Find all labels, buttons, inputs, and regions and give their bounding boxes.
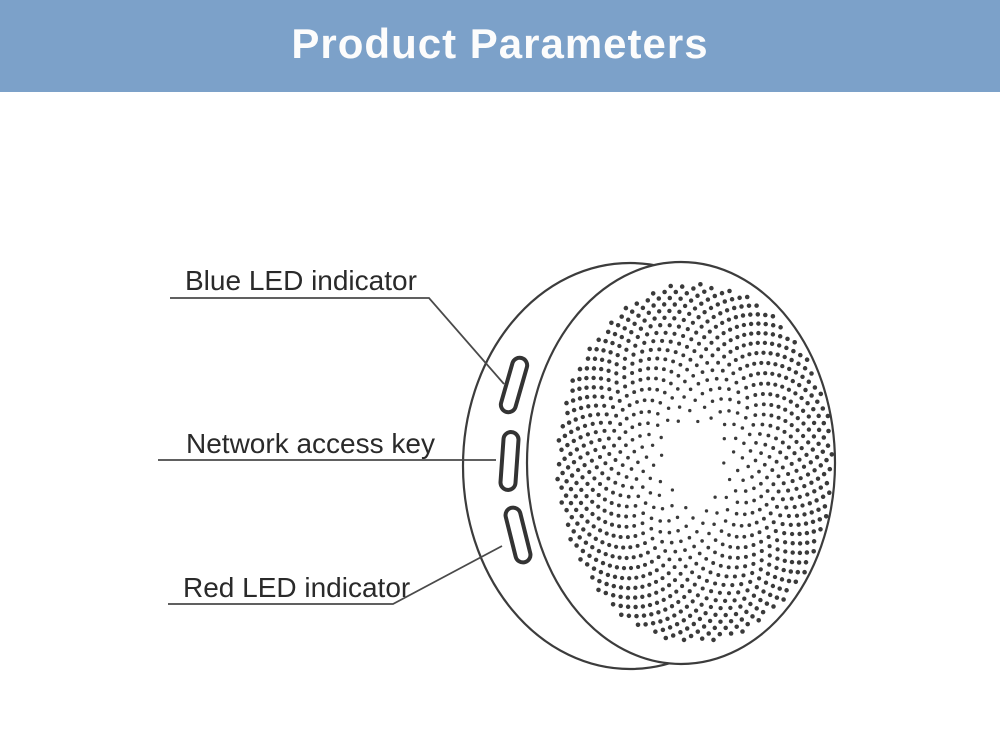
- red-led-indicator-button: [503, 505, 533, 565]
- network-access-key-button: [498, 430, 521, 492]
- leader-line-blue-led: [170, 297, 505, 385]
- blue-led-indicator-button: [498, 355, 530, 415]
- speaker-grille-dots: [555, 282, 835, 643]
- page-title: Product Parameters: [291, 20, 709, 67]
- header-banner: Product Parameters: [0, 0, 1000, 92]
- callout-label-blue-led: Blue LED indicator: [185, 265, 417, 296]
- callout-label-network-key: Network access key: [186, 428, 435, 459]
- callout-label-red-led: Red LED indicator: [183, 572, 411, 603]
- leader-line-red-led: [168, 545, 503, 605]
